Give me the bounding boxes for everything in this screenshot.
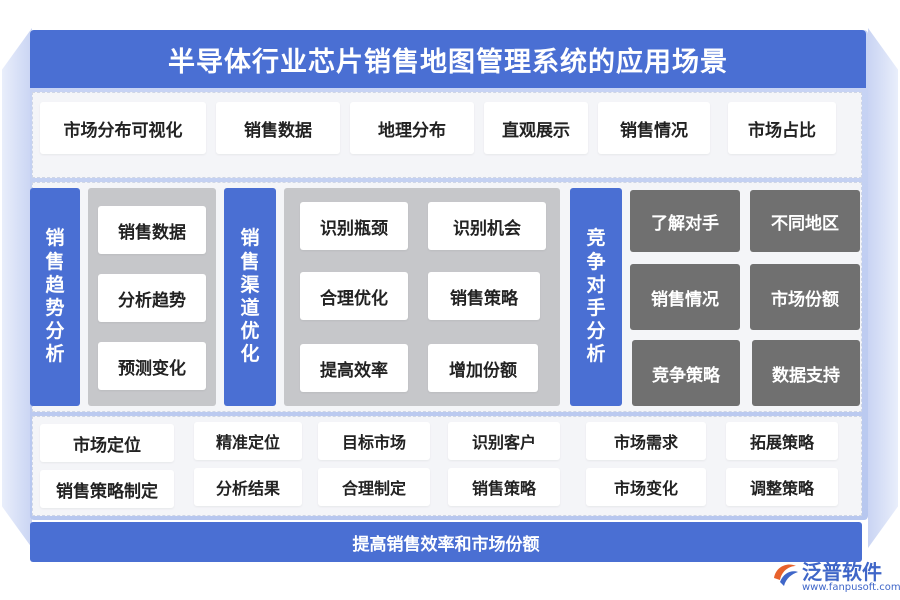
frame-right-wing	[868, 28, 898, 548]
competitor-item-sales-status: 销售情况	[630, 264, 740, 330]
row2-item-formulate: 合理制定	[318, 468, 430, 506]
channel-item-efficiency: 提高效率	[300, 344, 408, 392]
row2-item-strategy: 销售策略	[448, 468, 560, 506]
row2-item-change: 市场变化	[586, 468, 706, 506]
row1-item-demand: 市场需求	[586, 422, 706, 460]
channel-item-sales-strategy: 销售策略	[428, 272, 540, 320]
row1-item-expand: 拓展策略	[726, 422, 838, 460]
top-item-market-visualization: 市场分布可视化	[40, 102, 206, 154]
channel-item-share: 增加份额	[428, 344, 538, 392]
panel-label-sales-trend: 销售趋势分析	[30, 188, 80, 406]
logo-url: www.fanpusoft.com	[802, 582, 900, 593]
footer-banner: 提高销售效率和市场份额	[30, 522, 862, 562]
top-item-intuitive-display: 直观展示	[484, 102, 588, 154]
competitor-item-regions: 不同地区	[750, 190, 860, 252]
row2-item-adjust: 调整策略	[726, 468, 838, 506]
channel-item-bottleneck: 识别瓶颈	[300, 202, 408, 250]
competitor-item-data-support: 数据支持	[752, 340, 860, 406]
channel-item-optimize: 合理优化	[300, 272, 408, 320]
trend-item-analyze: 分析趋势	[98, 274, 206, 322]
competitor-item-understand: 了解对手	[630, 190, 740, 252]
competitor-item-market-share: 市场份额	[750, 264, 860, 330]
trend-item-sales-data: 销售数据	[98, 206, 206, 254]
page-title: 半导体行业芯片销售地图管理系统的应用场景	[30, 30, 866, 88]
logo-name: 泛普软件	[802, 560, 882, 584]
top-item-sales-status: 销售情况	[598, 102, 710, 154]
panel-label-text: 竞争对手分析	[586, 227, 606, 366]
trend-item-predict: 预测变化	[98, 342, 206, 390]
row-header-market-positioning: 市场定位	[40, 424, 174, 462]
brand-logo: 泛普软件 www.fanpusoft.com	[768, 556, 900, 598]
top-item-sales-data: 销售数据	[216, 102, 340, 154]
fanpu-logo-icon	[774, 564, 798, 586]
competitor-item-strategy: 竞争策略	[632, 340, 740, 406]
row1-item-precise: 精准定位	[194, 422, 302, 460]
panel-label-text: 销售渠道优化	[240, 227, 260, 366]
top-item-market-share: 市场占比	[728, 102, 836, 154]
panel-label-channel-optimization: 销售渠道优化	[224, 188, 276, 406]
frame-left-wing	[2, 28, 32, 548]
top-item-geo-distribution: 地理分布	[350, 102, 474, 154]
panel-label-competitor-analysis: 竞争对手分析	[570, 188, 622, 406]
row-header-sales-strategy: 销售策略制定	[40, 470, 174, 508]
row1-item-target: 目标市场	[318, 422, 430, 460]
panel-label-text: 销售趋势分析	[45, 227, 65, 366]
row2-item-results: 分析结果	[194, 468, 302, 506]
channel-item-opportunity: 识别机会	[428, 202, 546, 250]
row1-item-customers: 识别客户	[448, 422, 560, 460]
